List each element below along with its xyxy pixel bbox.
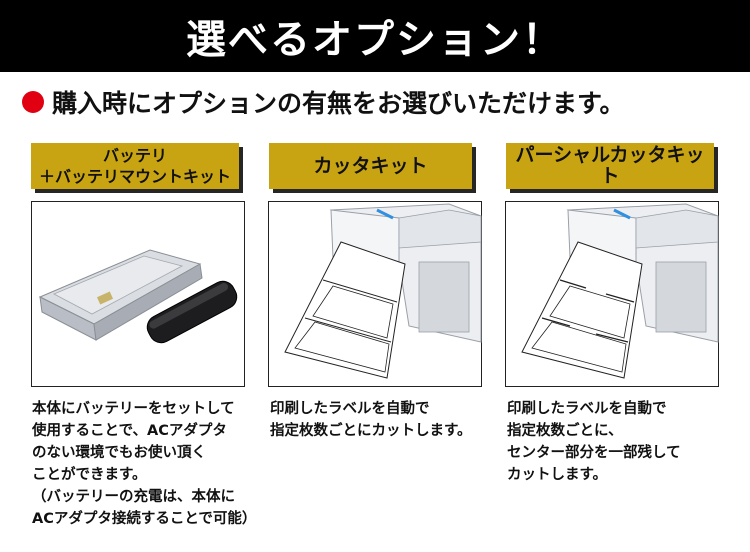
option-title-line: カッタキット — [313, 154, 428, 177]
desc-line: 使用することで、ACアダプタ — [32, 423, 227, 439]
cutter-kit-illustration — [284, 203, 482, 379]
partial-cutter-kit-illustration — [521, 203, 719, 379]
desc-line: センター部分を一部残して — [507, 445, 681, 461]
subheading: 購入時にオプションの有無をお選びいただけます。 — [22, 84, 625, 120]
desc-line: ACアダプタ接続することで可能） — [32, 511, 257, 527]
desc-line: カットします。 — [507, 467, 608, 483]
desc-line: 指定枚数ごとに、 — [507, 423, 623, 439]
option-title-partial-cutter: パーシャルカッタキット — [506, 143, 714, 189]
option-image-cutter — [268, 201, 482, 387]
desc-line: ことができます。 — [32, 467, 147, 483]
desc-line: 本体にバッテリーをセットして — [32, 401, 235, 417]
desc-line: 指定枚数ごとにカットします。 — [270, 423, 472, 439]
subheading-text: 購入時にオプションの有無をお選びいただけます。 — [52, 89, 625, 118]
battery-kit-illustration — [38, 249, 238, 344]
option-desc-partial-cutter: 印刷したラベルを自動で 指定枚数ごとに、 センター部分を一部残して カットします… — [507, 398, 681, 486]
desc-line: のない環境でもお使い頂く — [32, 445, 206, 461]
option-title-line: ＋バッテリマウントキット — [38, 167, 231, 186]
option-image-partial-cutter — [505, 201, 719, 387]
option-desc-battery: 本体にバッテリーをセットして 使用することで、ACアダプタ のない環境でもお使い… — [32, 398, 256, 530]
banner-title: 選べるオプション！ — [186, 17, 564, 63]
option-desc-cutter: 印刷したラベルを自動で 指定枚数ごとにカットします。 — [270, 398, 472, 442]
desc-line: （バッテリーの充電は、本体に — [32, 489, 235, 505]
option-title-battery: バッテリ ＋バッテリマウントキット — [31, 143, 239, 189]
desc-line: 印刷したラベルを自動で — [270, 401, 430, 417]
desc-line: 印刷したラベルを自動で — [507, 401, 667, 417]
option-image-battery — [31, 201, 245, 387]
option-title-cutter: カッタキット — [269, 143, 472, 189]
header-banner: 選べるオプション！ — [0, 0, 750, 72]
option-title-line: パーシャルカッタキット — [515, 144, 705, 187]
bullet-dot-icon — [22, 91, 44, 113]
option-title-line: バッテリ — [102, 146, 167, 165]
